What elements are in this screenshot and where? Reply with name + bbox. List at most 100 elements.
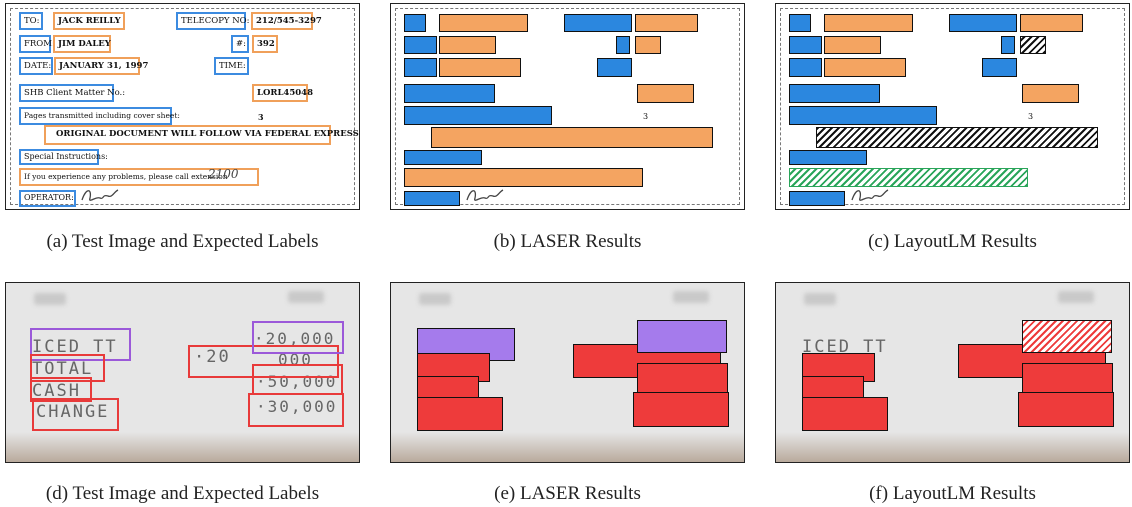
receipt-torn-edge — [776, 432, 1129, 462]
dashed-border-left — [395, 8, 396, 205]
pred-date — [404, 58, 437, 77]
blurred-header-right — [1058, 291, 1094, 303]
dashed-border-bottom — [780, 204, 1125, 205]
blurred-header-right — [673, 291, 709, 303]
receipt-text-total: TOTAL — [32, 359, 94, 379]
pred-problems-extension-misclassified — [789, 168, 1028, 187]
pred-to-value — [439, 14, 528, 32]
pred-special-instructions — [404, 150, 482, 165]
label-client-matter: SHB Client Matter No.: — [19, 84, 125, 102]
dashed-border-bottom — [10, 204, 355, 205]
pred-operator — [789, 191, 845, 206]
pred-time — [597, 58, 632, 77]
signature-image — [851, 189, 889, 201]
panel-a-fax-expected-labels: TO: JACK REILLY TELECOPY NO: 212/545-329… — [5, 3, 360, 210]
pred-price-20-top — [637, 320, 727, 353]
caption-f: (f) LayoutLM Results — [869, 483, 1036, 504]
receipt-torn-edge — [6, 432, 359, 462]
caption-d: (d) Test Image and Expected Labels — [45, 483, 320, 504]
pred-pages-transmitted — [789, 106, 937, 125]
pred-problems-extension — [404, 168, 643, 187]
pred-date-value — [439, 58, 521, 77]
dashed-border-bottom — [395, 204, 740, 205]
caption-c: (c) LayoutLM Results — [868, 231, 1037, 252]
dashed-border-left — [780, 8, 781, 205]
pred-original-document — [431, 127, 713, 148]
pred-price-50 — [637, 363, 728, 395]
label-from: FROM: — [19, 35, 55, 53]
dashed-border-right — [354, 8, 355, 205]
label-date: DATE: — [19, 57, 53, 75]
label-hash-value: 392 — [252, 35, 278, 53]
pred-price-30 — [633, 392, 729, 427]
panel-c-layoutlm-results: 3 — [775, 3, 1130, 210]
label-pages-transmitted: Pages transmitted including cover sheet: — [19, 107, 180, 125]
pred-date-value — [824, 58, 906, 77]
dashed-border-right — [739, 8, 740, 205]
receipt-text-cash: CASH — [32, 381, 81, 401]
pred-price-30 — [1018, 392, 1114, 427]
pred-from-value — [439, 36, 496, 54]
pred-original-document-misclassified — [816, 127, 1098, 148]
receipt-torn-edge — [391, 432, 744, 462]
pred-special-instructions — [789, 150, 867, 165]
box-change — [32, 398, 119, 431]
pred-pages-transmitted — [404, 106, 552, 125]
pred-telecopy-value — [635, 14, 698, 32]
pred-hash — [616, 36, 630, 54]
pred-to-value — [824, 14, 913, 32]
pred-price-50 — [1022, 363, 1113, 395]
signature-image — [466, 189, 504, 201]
caption-b: (b) LASER Results — [493, 231, 642, 252]
label-to-value: JACK REILLY — [53, 12, 125, 30]
pred-client-matter-value — [1022, 84, 1079, 103]
label-from-value: JIM DALEY — [53, 35, 111, 53]
label-operator: OPERATOR: — [19, 190, 76, 207]
receipt-text-change: CHANGE — [36, 402, 110, 422]
panel-b-laser-results: 3 — [390, 3, 745, 210]
pred-client-matter — [789, 84, 880, 103]
caption-e: (e) LASER Results — [494, 483, 641, 504]
label-client-matter-value: LORL45048 — [252, 84, 313, 102]
pred-time — [982, 58, 1017, 77]
label-date-value: JANUARY 31, 1997 — [54, 57, 148, 75]
receipt-text-price-20-left: ·20 — [194, 347, 231, 367]
pages-count-value: 3 — [258, 112, 264, 122]
box-price-50 — [252, 364, 343, 395]
handwritten-extension: 2100 — [208, 167, 239, 181]
box-iced — [30, 328, 131, 361]
dashed-border-top — [395, 8, 740, 9]
pred-to — [404, 14, 426, 32]
panel-f-layoutlm-results: ICED TT — [775, 282, 1130, 463]
pred-telecopy — [949, 14, 1017, 32]
box-total — [30, 354, 105, 382]
pred-price-20-top-misclassified — [1022, 320, 1112, 353]
pred-hash-value — [635, 36, 661, 54]
label-telecopy: TELECOPY NO: — [176, 12, 250, 30]
dashed-border-top — [10, 8, 355, 9]
pages-count-value: 3 — [1028, 112, 1034, 121]
pred-client-matter — [404, 84, 495, 103]
label-special-instructions: Special Instructions: — [19, 149, 108, 165]
receipt-text-iced: ICED TT — [802, 337, 888, 357]
receipt-text-price-30: ·30,000 — [256, 397, 338, 416]
pred-from-value — [824, 36, 881, 54]
panel-e-laser-results — [390, 282, 745, 463]
blurred-header-right — [288, 291, 324, 303]
signature-image — [81, 189, 119, 201]
caption-a: (a) Test Image and Expected Labels — [46, 231, 319, 252]
label-hash: #: — [231, 35, 249, 53]
pred-date — [789, 58, 822, 77]
label-problems-extension: If you experience any problems, please c… — [19, 168, 259, 186]
box-price-20-left — [188, 345, 339, 378]
receipt-text-iced: ICED TT — [32, 337, 118, 357]
label-telecopy-value: 212/545-3297 — [251, 12, 322, 30]
pred-hash-value-misclassified — [1020, 36, 1046, 54]
dashed-border-right — [1124, 8, 1125, 205]
pred-telecopy — [564, 14, 632, 32]
label-original-document: ORIGINAL DOCUMENT WILL FOLLOW VIA FEDERA… — [44, 125, 359, 145]
pred-telecopy-value — [1020, 14, 1083, 32]
box-cash — [30, 377, 92, 402]
pred-from — [404, 36, 437, 54]
pred-from — [789, 36, 822, 54]
